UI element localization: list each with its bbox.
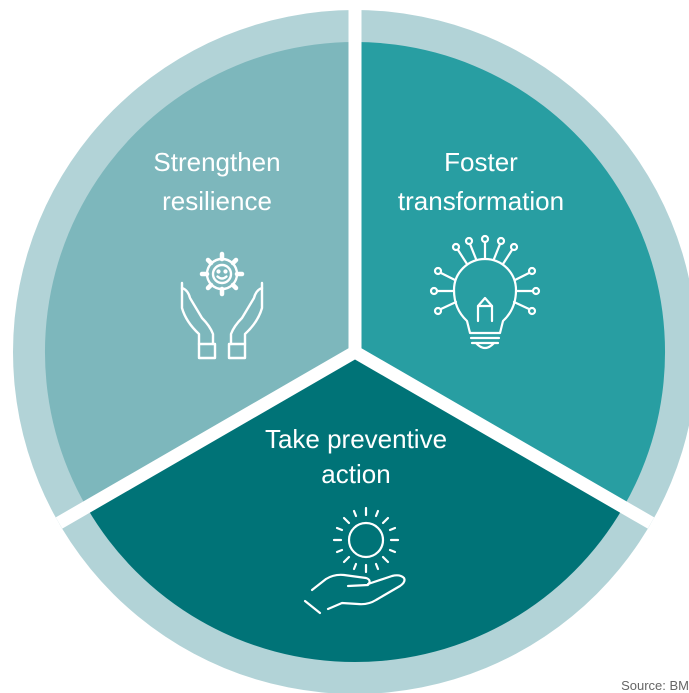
label-take-preventive: Take preventive (265, 424, 447, 454)
segment-dividers (55, 10, 655, 529)
source-note: Source: BM (621, 678, 689, 693)
divider-left (55, 346, 359, 529)
label-resilience: resilience (162, 186, 272, 216)
circuit-lightbulb-icon (429, 234, 541, 350)
label-action: action (321, 459, 390, 489)
label-strengthen: Strengthen (153, 147, 280, 177)
hands-gear-icon (180, 251, 264, 360)
label-foster: Foster (444, 147, 518, 177)
hand-sun-icon (303, 506, 406, 615)
label-transformation: transformation (398, 186, 564, 216)
divider-right (351, 346, 655, 529)
